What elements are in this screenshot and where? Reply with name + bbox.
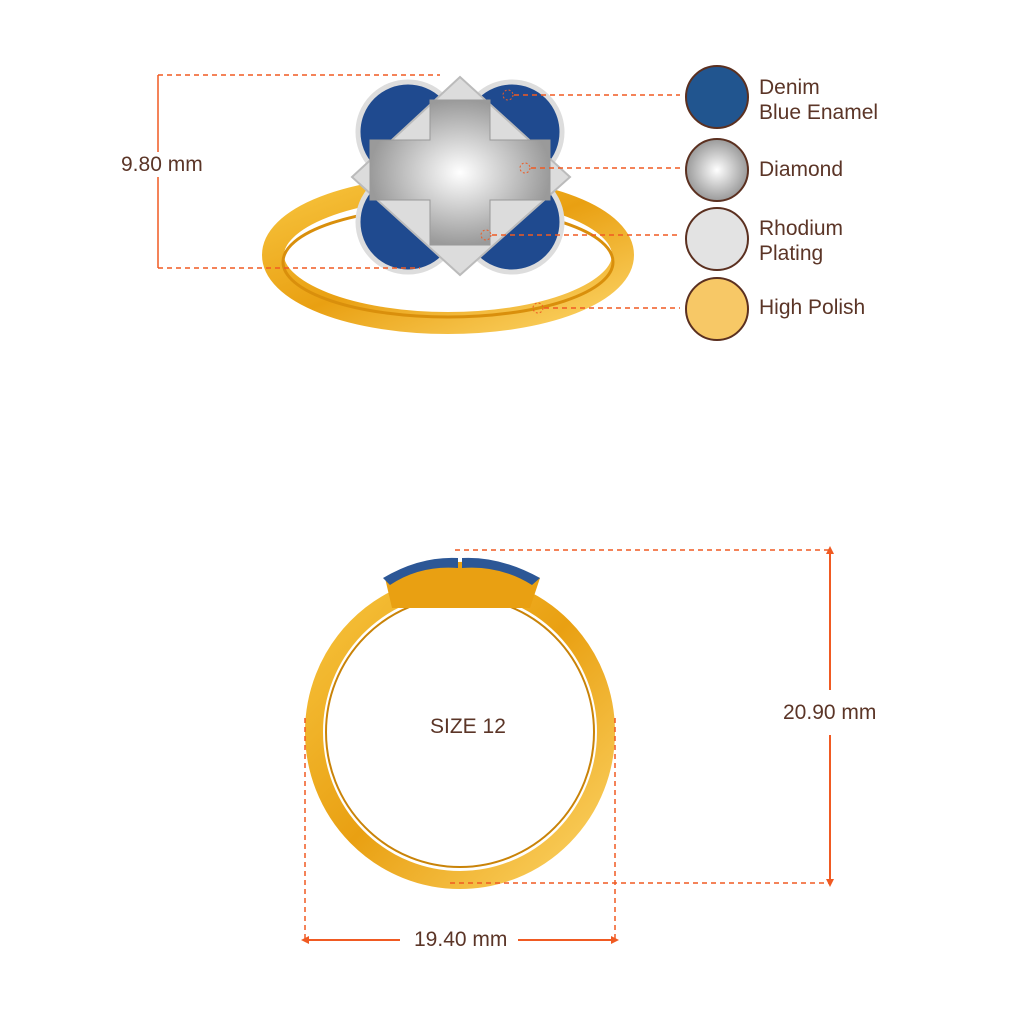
material-label-high-polish: High Polish: [759, 296, 866, 319]
swatch-denim-blue-enamel: [685, 65, 749, 129]
ring-height-label: 20.90 mm: [783, 700, 877, 725]
head-height-label: 9.80 mm: [121, 152, 203, 177]
ring-width-label: 19.40 mm: [412, 927, 510, 952]
material-swatches: [685, 65, 749, 341]
material-label-diamond: Diamond: [759, 158, 844, 181]
material-line: Plating: [759, 242, 824, 265]
enamel-head: [350, 75, 572, 277]
swatch-rhodium: [685, 207, 749, 271]
material-line: Denim: [759, 76, 820, 99]
material-label-enamel: Denim Blue Enamel: [759, 75, 878, 125]
top-view-ring: [157, 74, 680, 334]
swatch-high-polish: [685, 277, 749, 341]
swatch-diamond: [685, 138, 749, 202]
material-line: Blue Enamel: [759, 101, 879, 124]
ring-size-label: SIZE 12: [430, 715, 506, 738]
side-view-ring: [301, 546, 834, 944]
material-line: Rhodium: [759, 217, 844, 240]
material-label-rhodium: Rhodium Plating: [759, 216, 843, 266]
